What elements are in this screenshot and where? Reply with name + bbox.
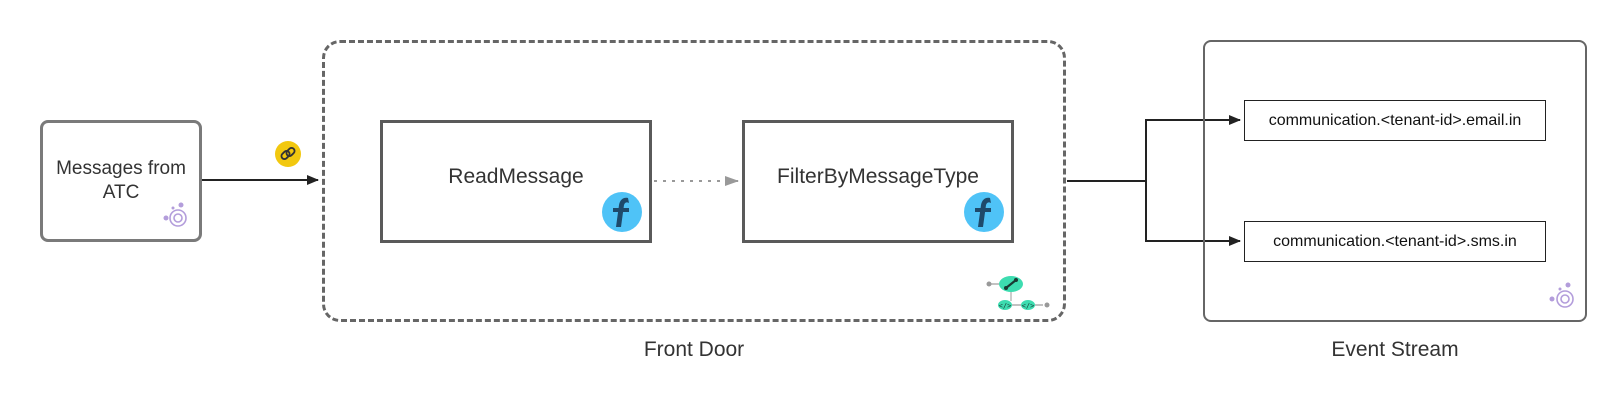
svg-text:</>: </>	[999, 302, 1012, 310]
function-icon	[964, 192, 1004, 232]
source-label: Messages from ATC	[56, 158, 186, 203]
front-door-caption: Front Door	[643, 338, 745, 361]
event-source-icon	[163, 202, 187, 227]
event-stream-icon	[1549, 282, 1574, 308]
function-label: ReadMessage	[448, 165, 584, 188]
frontdoor-to-sms-connector	[1145, 181, 1241, 246]
link-icon	[275, 141, 301, 167]
function-icon	[602, 192, 642, 232]
source-node[interactable]: Messages from ATC	[40, 120, 202, 242]
event-stream-container[interactable]	[1203, 40, 1587, 322]
event-stream-caption: Event Stream	[1331, 338, 1459, 361]
topic-label: communication.<tenant-id>.sms.in	[1273, 233, 1517, 250]
topic-email[interactable]: communication.<tenant-id>.email.in	[1244, 100, 1546, 141]
function-read-message[interactable]: ReadMessage	[380, 120, 652, 243]
front-door-container[interactable]: </> </>	[322, 40, 1066, 322]
function-filter-by-message-type[interactable]: FilterByMessageType	[742, 120, 1014, 243]
topic-label: communication.<tenant-id>.email.in	[1268, 112, 1522, 129]
svg-text:</>: </>	[1022, 302, 1035, 310]
api-flow-icon: </> </>	[986, 276, 1050, 310]
function-label: FilterByMessageType	[777, 165, 979, 188]
frontdoor-to-stream-connector	[1067, 115, 1241, 182]
topic-sms[interactable]: communication.<tenant-id>.sms.in	[1244, 221, 1546, 262]
